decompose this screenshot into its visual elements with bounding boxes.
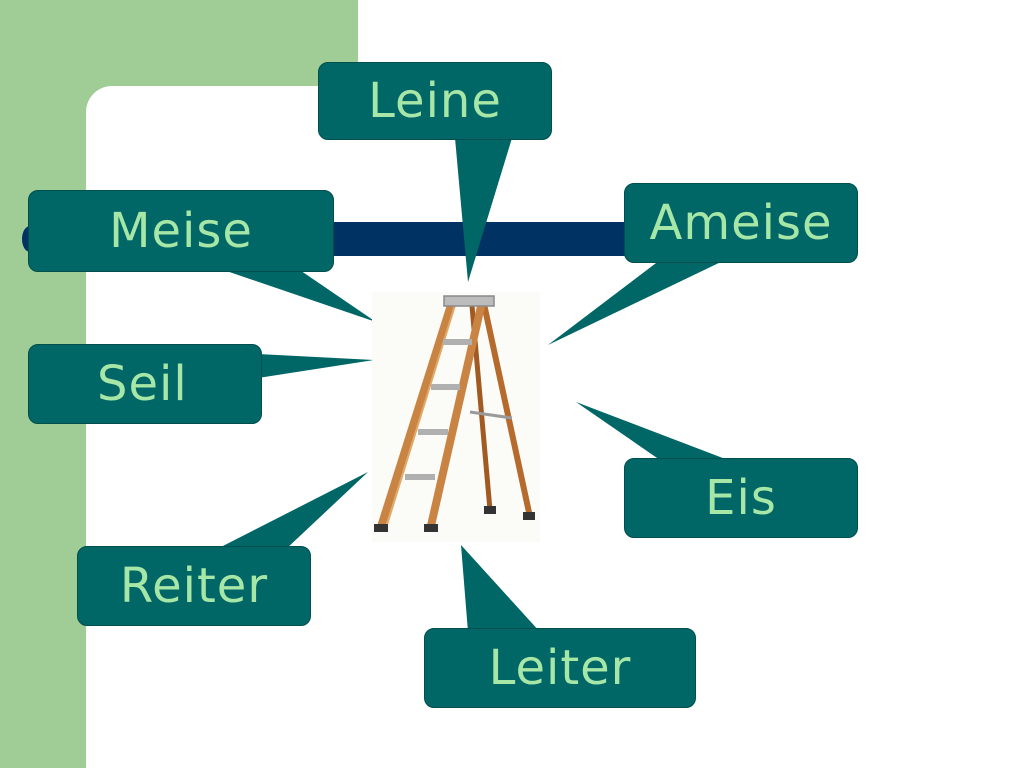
eis-pointer [576, 402, 728, 460]
meise-pointer [200, 262, 376, 322]
step-ladder-icon [372, 292, 540, 542]
ameise-pointer [548, 260, 725, 345]
callout-seil: Seil [28, 344, 262, 424]
callout-meise: Meise [28, 190, 334, 272]
leine-pointer [455, 138, 512, 282]
callout-eis: Eis [624, 458, 858, 538]
callout-ameise: Ameise [624, 183, 858, 263]
callout-leiter: Leiter [424, 628, 696, 708]
leiter-pointer [461, 545, 540, 632]
callout-reiter: Reiter [77, 546, 311, 626]
seil-pointer [258, 354, 374, 378]
reiter-pointer [215, 472, 368, 550]
callout-leine: Leine [318, 62, 552, 140]
